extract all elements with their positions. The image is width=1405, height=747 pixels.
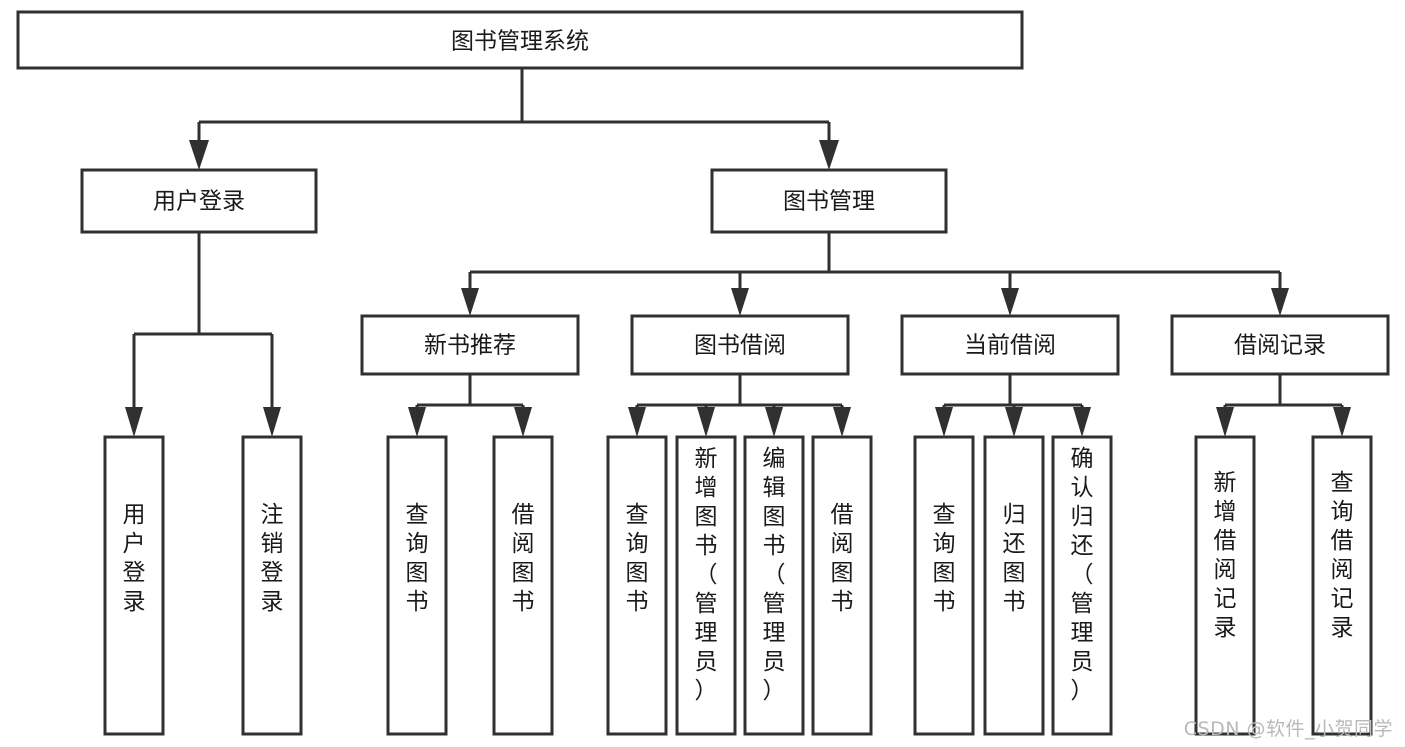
arrow-head-leaf-user-logout — [263, 407, 281, 437]
connector-group-book-management — [461, 232, 1289, 316]
arrow-head-leaf-user-login — [125, 407, 143, 437]
leaf-borrow-book-1-box[interactable] — [492, 435, 554, 736]
leaf-node-add-book[interactable]: 新增图书（管理员） — [675, 435, 737, 736]
leaf-user-logout-label: 注销登录 — [261, 502, 284, 615]
arrow-head-leaf-confirm-return — [1073, 407, 1091, 437]
node-new-book-recommend[interactable]: 新书推荐 — [360, 314, 580, 376]
arrow-head-leaf-add-record — [1216, 407, 1234, 437]
arrow-head-borrow-record — [1271, 288, 1289, 316]
arrow-head-book-management — [819, 140, 839, 170]
leaf-node-query-book-2[interactable]: 查询图书 — [606, 435, 668, 736]
leaf-node-query-book-1[interactable]: 查询图书 — [386, 435, 448, 736]
node-root-label: 图书管理系统 — [451, 29, 589, 55]
node-root-box[interactable] — [16, 10, 1024, 70]
leaf-borrow-book-1-label: 借阅图书 — [512, 502, 535, 615]
arrow-head-new-book-recommend — [461, 288, 479, 316]
leaf-query-book-1-box[interactable] — [386, 435, 448, 736]
leaf-node-confirm-return[interactable]: 确认归还（管理员） — [1051, 435, 1113, 736]
node-user-login-label: 用户登录 — [153, 189, 245, 215]
arrow-head-leaf-return-book — [1005, 407, 1023, 437]
leaf-node-query-book-3[interactable]: 查询图书 — [913, 435, 975, 736]
leaf-user-login-label: 用户登录 — [123, 502, 146, 615]
leaf-query-book-2-label: 查询图书 — [626, 502, 649, 615]
node-book-management-box[interactable] — [710, 168, 948, 234]
node-book-management-label: 图书管理 — [783, 189, 875, 215]
leaf-query-book-2-box[interactable] — [606, 435, 668, 736]
arrow-head-leaf-edit-book — [765, 407, 783, 437]
node-borrow-record-box[interactable] — [1170, 314, 1390, 376]
leaf-node-add-record[interactable]: 新增借阅记录 — [1194, 435, 1256, 736]
leaf-query-book-1-label: 查询图书 — [406, 502, 429, 615]
leaf-query-book-3-box[interactable] — [913, 435, 975, 736]
connector-group-book-borrow — [628, 374, 851, 437]
connector-group-new-book-recommend — [408, 374, 532, 437]
arrow-head-leaf-query-book-2 — [628, 407, 646, 437]
connector-group-root — [189, 68, 839, 170]
node-book-borrow-box[interactable] — [630, 314, 850, 376]
node-user-login-box[interactable] — [80, 168, 318, 234]
arrow-head-book-borrow — [731, 288, 749, 316]
leaf-borrow-book-2-label: 借阅图书 — [831, 502, 854, 615]
leaf-edit-book-label: 编辑图书（管理员） — [763, 446, 786, 704]
leaf-node-borrow-book-1[interactable]: 借阅图书 — [492, 435, 554, 736]
leaf-node-query-record[interactable]: 查询借阅记录 — [1311, 435, 1373, 736]
leaf-node-return-book[interactable]: 归还图书 — [983, 435, 1045, 736]
leaf-borrow-book-2-box[interactable] — [811, 435, 873, 736]
leaf-confirm-return-box[interactable] — [1051, 435, 1113, 736]
leaf-return-book-box[interactable] — [983, 435, 1045, 736]
arrow-head-leaf-query-book-3 — [935, 407, 953, 437]
node-root[interactable]: 图书管理系统 — [16, 10, 1024, 70]
leaf-user-login-box[interactable] — [103, 435, 165, 736]
node-user-login[interactable]: 用户登录 — [80, 168, 318, 234]
watermark: CSDN @软件_小贺同学 — [1183, 718, 1393, 740]
leaf-query-record-label: 查询借阅记录 — [1331, 470, 1354, 641]
arrow-head-leaf-add-book — [697, 407, 715, 437]
arrow-head-leaf-query-record — [1333, 407, 1351, 437]
node-new-book-recommend-box[interactable] — [360, 314, 580, 376]
arrow-head-leaf-query-book-1 — [408, 407, 426, 437]
leaf-add-book-box[interactable] — [675, 435, 737, 736]
connector-group-borrow-record — [1216, 374, 1351, 437]
leaf-node-user-logout[interactable]: 注销登录 — [241, 435, 303, 736]
node-book-borrow-label: 图书借阅 — [694, 333, 786, 359]
leaf-add-record-box[interactable] — [1194, 435, 1256, 736]
leaf-query-book-3-label: 查询图书 — [933, 502, 956, 615]
connector-group-user-login — [125, 232, 281, 437]
leaf-query-record-box[interactable] — [1311, 435, 1373, 736]
leaf-add-book-label: 新增图书（管理员） — [695, 446, 718, 704]
node-new-book-recommend-label: 新书推荐 — [424, 333, 516, 359]
node-borrow-record-label: 借阅记录 — [1234, 333, 1326, 359]
arrow-head-leaf-borrow-book-1 — [514, 407, 532, 437]
leaf-add-record-label: 新增借阅记录 — [1214, 470, 1237, 641]
node-borrow-record[interactable]: 借阅记录 — [1170, 314, 1390, 376]
node-book-management[interactable]: 图书管理 — [710, 168, 948, 234]
node-book-borrow[interactable]: 图书借阅 — [630, 314, 850, 376]
connector-group-current-borrow — [935, 374, 1091, 437]
leaf-node-borrow-book-2[interactable]: 借阅图书 — [811, 435, 873, 736]
node-current-borrow-box[interactable] — [900, 314, 1120, 376]
leaf-node-user-login[interactable]: 用户登录 — [103, 435, 165, 736]
arrow-head-leaf-borrow-book-2 — [833, 407, 851, 437]
leaf-edit-book-box[interactable] — [743, 435, 805, 736]
node-current-borrow[interactable]: 当前借阅 — [900, 314, 1120, 376]
node-current-borrow-label: 当前借阅 — [964, 333, 1056, 359]
leaf-return-book-label: 归还图书 — [1003, 502, 1026, 615]
arrow-head-user-login — [189, 140, 209, 170]
leaf-node-edit-book[interactable]: 编辑图书（管理员） — [743, 435, 805, 736]
leaf-user-logout-box[interactable] — [241, 435, 303, 736]
arrow-head-current-borrow — [1001, 288, 1019, 316]
leaf-confirm-return-label: 确认归还（管理员） — [1071, 446, 1094, 704]
